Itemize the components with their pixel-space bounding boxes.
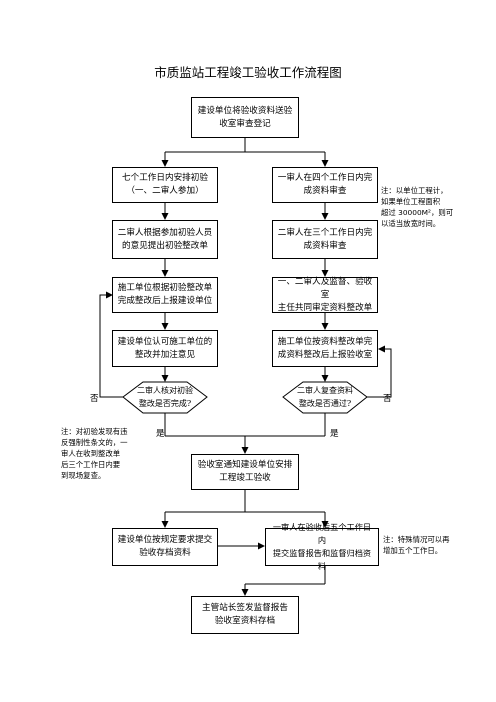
step-joint-review: 一、二审人及监督、验收室 主任共同审定资料整改单 (272, 277, 378, 313)
step-issue-report: 主管站长签发监督报告 验收室资料存档 (191, 596, 299, 634)
step-initial-inspection: 七个工作日内安排初验 （一、二审人参加） (112, 167, 218, 203)
label-yes-right: 是 (330, 429, 339, 439)
decision-right-shape (282, 381, 368, 414)
decision-left-text: 二审人核对初验 整改是否完成? (137, 386, 193, 408)
step-notify-acceptance: 验收室通知建设单位安排 工程竣工验收 (191, 454, 299, 490)
loop-right-no (367, 345, 392, 398)
page-title: 市质监站工程竣工验收工作流程图 (154, 65, 342, 80)
step-submit-archive: 建设单位按规定要求提交 验收存档资料 (112, 528, 218, 566)
step-submit-materials: 建设单位将验收资料送验 收室审查登记 (191, 97, 299, 138)
step-supervision-report: 一审人在验收后五个工作日内 提交监督报告和监督归档资料 (265, 522, 379, 571)
step-first-review: 一审人在四个工作日内完 成资料审查 (272, 167, 378, 203)
step-owner-approve: 建设单位认可施工单位的 整改并加注意见 (112, 330, 218, 367)
label-yes-left: 是 (156, 429, 165, 439)
note-extra-days: 注：特殊情况可以再 增加五个工作日。 (383, 535, 450, 555)
step-rectification-order: 二审人根据参加初验人员 的意见提出初验整改单 (112, 220, 218, 259)
loop-left-no (99, 291, 123, 398)
decision-right-text: 二审人复查资料 整改是否通过? (297, 386, 353, 408)
note-area-extension: 注：以单位工程计， 如果单位工程面积 超过 30000M²，则可 以适当放宽时间… (381, 186, 454, 228)
note-mandatory-clause: 注：对初验发现有违 反强制性条文的，一 审人在收到整改单 后三个工作日内要 到现… (61, 427, 128, 480)
decision-left-shape (122, 381, 208, 414)
step-contractor-rectify: 施工单位根据初验整改单 完成整改后上报建设单位 (112, 277, 218, 313)
step-data-rectify: 施工单位按资料整改单完 成资料整改后上报验收室 (272, 330, 378, 367)
label-no-left: 否 (90, 394, 99, 404)
step-second-review: 二审人在三个工作日内完 成资料审查 (272, 220, 378, 259)
label-no-right: 否 (383, 394, 392, 404)
